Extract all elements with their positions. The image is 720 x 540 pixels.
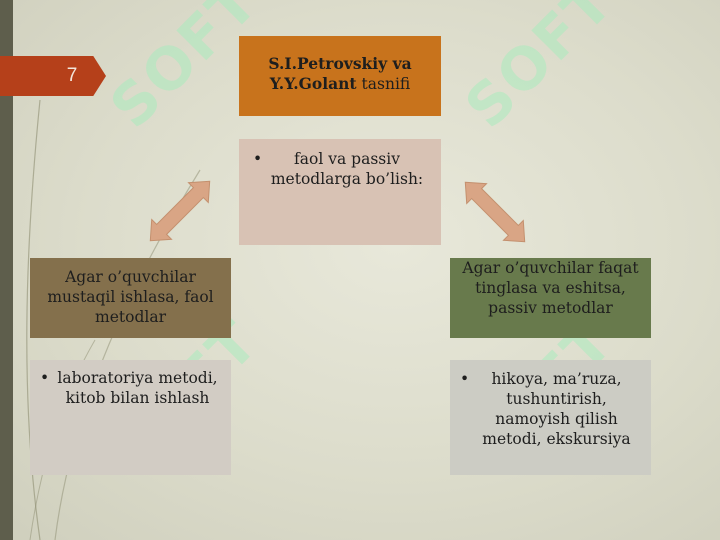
top-node-body: • faol va passiv metodlarga bo’lish: — [239, 139, 441, 245]
top-node-title-rest: tasnifi — [356, 75, 411, 93]
list-item: • hikoya, ma’ruza, tushuntirish, namoyis… — [460, 369, 639, 449]
left-node-title: Agar o’quvchilar mustaqil ishlasa, faol … — [47, 268, 214, 326]
right-node-bullet: hikoya, ma’ruza, tushuntirish, namoyish … — [482, 370, 631, 448]
left-node-body: • laboratoriya metodi, kitob bilan ishla… — [30, 360, 231, 475]
bullet-icon: • — [40, 369, 50, 387]
top-node-header: S.I.Petrovskiy va Y.Y.Golant tasnifi — [239, 36, 441, 116]
left-node-bullet: laboratoriya metodi, kitob bilan ishlash — [57, 369, 218, 407]
left-node-header: Agar o’quvchilar mustaqil ishlasa, faol … — [30, 258, 231, 338]
top-node-title-bold: S.I.Petrovskiy va Y.Y.Golant — [268, 54, 412, 93]
bullet-icon: • — [460, 370, 470, 388]
right-node-body: • hikoya, ma’ruza, tushuntirish, namoyis… — [450, 360, 651, 475]
left-double-arrow — [149, 180, 211, 242]
right-node-header: Agar o’quvchilar faqat tinglasa va eshit… — [450, 258, 651, 338]
right-double-arrow — [464, 181, 526, 243]
bullet-icon: • — [253, 150, 263, 168]
watermark-logo: SOFT — [452, 0, 627, 142]
right-node-title: Agar o’quvchilar faqat tinglasa va eshit… — [462, 259, 639, 317]
top-node-bullet: faol va passiv metodlarga bo’lish: — [270, 150, 424, 188]
slide-number: 7 — [66, 65, 78, 86]
list-item: • faol va passiv metodlarga bo’lish: — [253, 149, 427, 189]
left-accent-bar — [0, 0, 13, 540]
slide-number-tab: 7 — [0, 56, 106, 96]
list-item: • laboratoriya metodi, kitob bilan ishla… — [40, 368, 221, 408]
